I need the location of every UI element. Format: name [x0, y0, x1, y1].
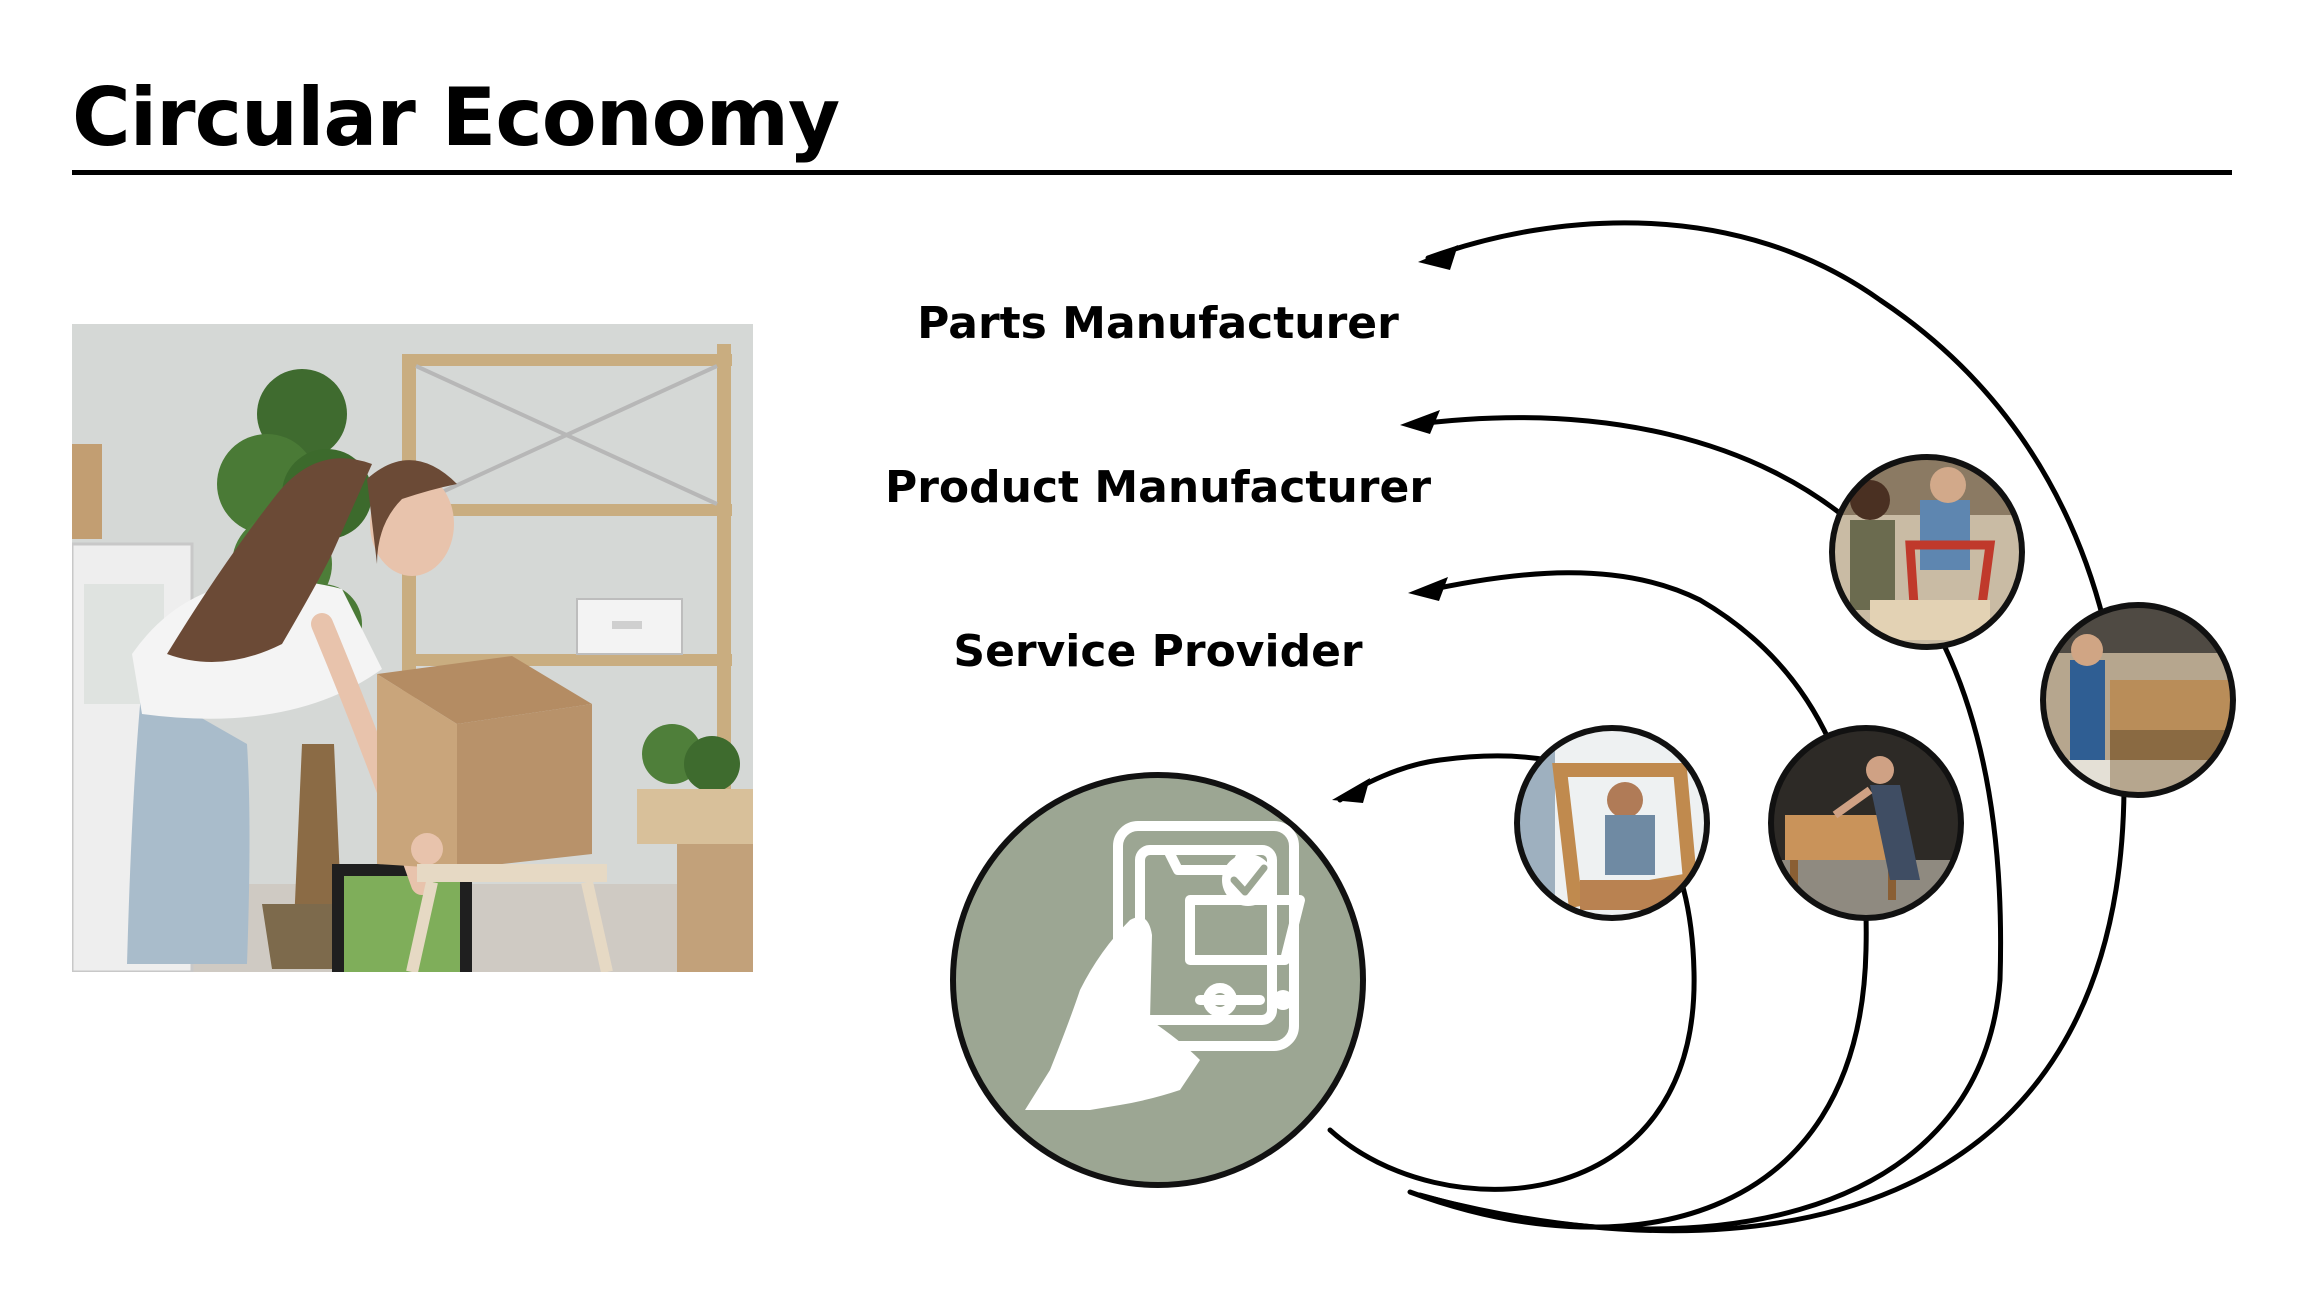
woman-packing-box-photo: [72, 324, 753, 972]
arrowhead-parts-manufacturer: [1400, 410, 1440, 434]
parts-manufacturer-loop-arrow: [1407, 415, 2004, 1232]
parts-manufacturer-label: Parts Manufacturer: [917, 298, 1399, 349]
man-carrying-frame-photo: [1514, 725, 1710, 921]
workshop-worker-photo: [2040, 602, 2236, 798]
men-repairing-chair-photo: [1829, 454, 2025, 650]
title-divider: [72, 170, 2232, 175]
page-title: Circular Economy: [72, 71, 840, 164]
woman-restoring-cabinet-photo: [1768, 725, 1964, 921]
service-provider-label: Service Provider: [953, 626, 1363, 677]
outer-loop-arrow: [1425, 220, 2127, 1234]
hand-holding-phone-icon: [950, 772, 1366, 1188]
arrowhead-product-manufacturer: [1408, 577, 1448, 601]
arrowhead-service-provider: [1332, 778, 1370, 803]
product-manufacturer-label: Product Manufacturer: [884, 462, 1432, 513]
arrowhead-outer-loop: [1418, 245, 1458, 270]
service-provider-loop-arrow: [1327, 753, 1697, 1192]
